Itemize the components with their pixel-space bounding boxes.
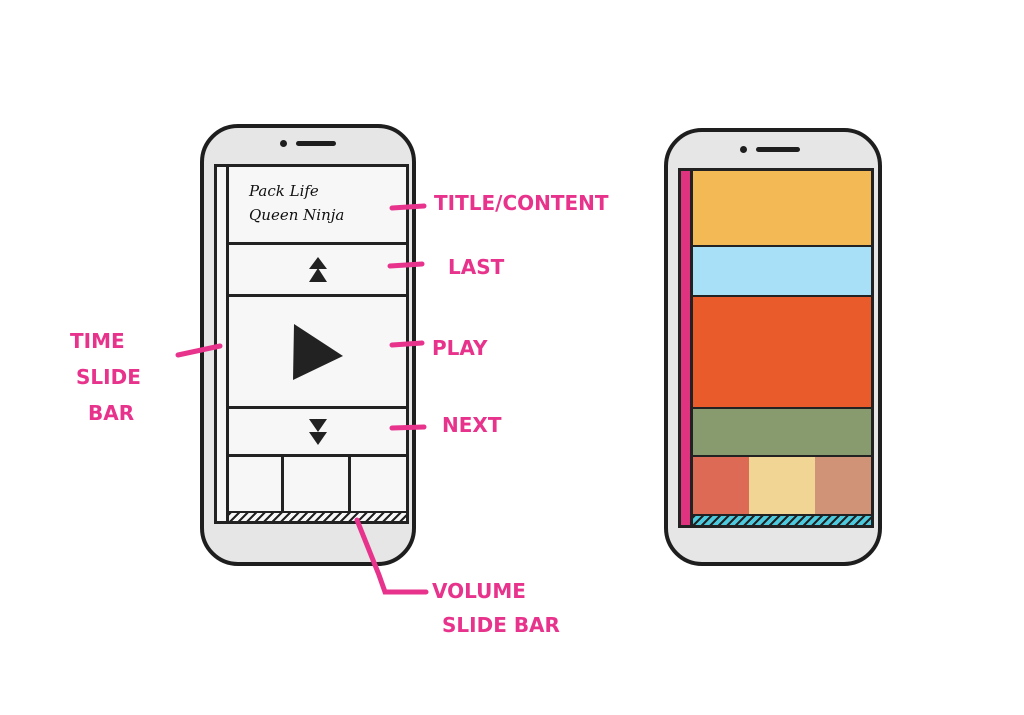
play-icon [292, 323, 343, 380]
play-button[interactable] [229, 297, 406, 409]
last-leader [387, 261, 425, 269]
time-slide-bar[interactable] [681, 171, 693, 525]
tile-block-1[interactable] [693, 457, 749, 517]
tile-block-2[interactable] [749, 457, 815, 517]
color-mockup-phone [664, 128, 882, 566]
title-content-leader [389, 203, 427, 211]
last-block[interactable] [693, 247, 871, 297]
song-title: Pack Life [249, 182, 319, 200]
earpiece-speaker [296, 141, 336, 146]
time-slide-bar[interactable] [217, 167, 229, 521]
last-button[interactable] [229, 245, 406, 297]
front-camera [740, 146, 747, 153]
volume-annotation: VOLUME [432, 579, 526, 603]
next-leader [389, 424, 427, 431]
play-annotation: PLAY [432, 336, 488, 360]
bar-annotation: BAR [88, 401, 135, 425]
volume-slide-bar-leader [354, 517, 429, 595]
color-mockup-screen [678, 168, 874, 528]
earpiece-speaker [756, 147, 800, 152]
front-camera [280, 140, 287, 147]
tile-block-3[interactable] [815, 457, 871, 517]
bottom-tile-1[interactable] [229, 457, 284, 514]
slide-annotation: SLIDE [76, 365, 141, 389]
wireframe-screen: Pack Life Queen Ninja [214, 164, 409, 524]
last-annotation: LAST [448, 255, 505, 279]
time-annotation: TIME [70, 329, 125, 353]
double-up-triangle-icon [308, 256, 327, 282]
play-leader [389, 340, 425, 348]
title-content-annotation: TITLE/CONTENT [434, 191, 609, 215]
time-slide-bar-leader [175, 343, 223, 358]
volume-slide-bar-annotation: SLIDE BAR [442, 613, 560, 637]
next-annotation: NEXT [442, 413, 502, 437]
double-down-triangle-icon [308, 418, 327, 445]
artist-name: Queen Ninja [249, 206, 345, 224]
next-button[interactable] [229, 409, 406, 457]
play-block[interactable] [693, 297, 871, 409]
bottom-tile-row [229, 457, 406, 514]
wireframe-phone: Pack Life Queen Ninja [200, 124, 416, 566]
volume-slide-bar[interactable] [229, 511, 406, 521]
bottom-tile-2[interactable] [284, 457, 351, 514]
volume-slide-bar[interactable] [693, 514, 871, 525]
title-content-section: Pack Life Queen Ninja [229, 167, 406, 245]
next-block[interactable] [693, 409, 871, 457]
title-content-block [693, 171, 871, 247]
